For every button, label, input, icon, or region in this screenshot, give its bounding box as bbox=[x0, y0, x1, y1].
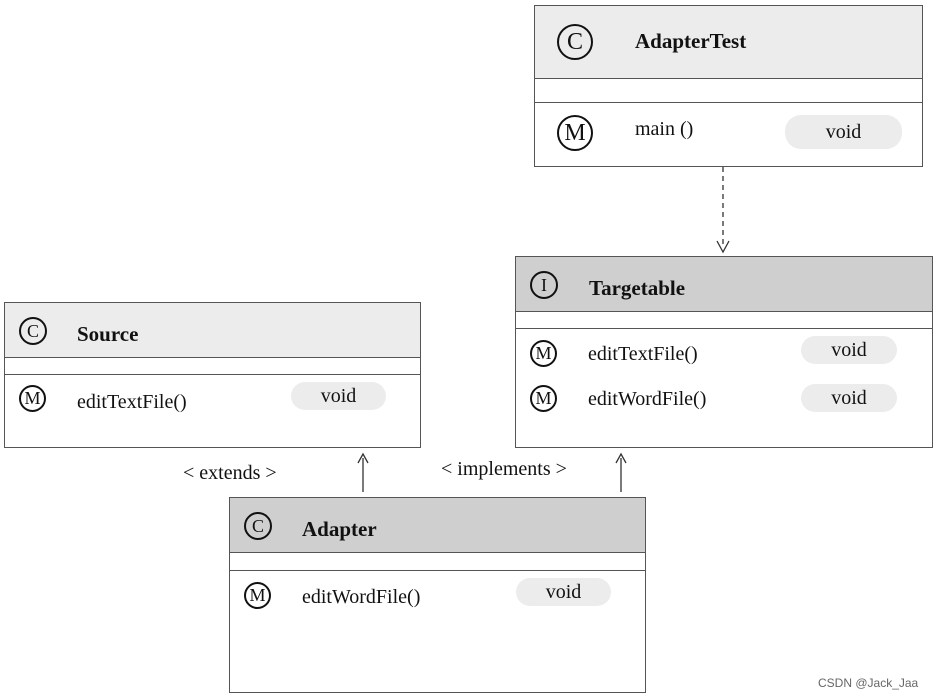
method-badge-icon: M bbox=[530, 385, 557, 412]
section-divider bbox=[5, 374, 420, 375]
class-badge-icon: C bbox=[557, 24, 593, 60]
method-badge-icon: M bbox=[244, 582, 271, 609]
return-type-pill: void bbox=[785, 115, 902, 149]
dependency-arrowhead bbox=[716, 240, 730, 254]
return-type-pill: void bbox=[801, 384, 897, 412]
class-adapter[interactable]: C Adapter M editWordFile() void bbox=[229, 497, 646, 693]
class-badge-icon: C bbox=[19, 317, 47, 345]
section-divider bbox=[230, 570, 645, 571]
class-adaptertest[interactable]: C AdapterTest M main () void bbox=[534, 5, 923, 167]
class-badge-icon: C bbox=[244, 512, 272, 540]
implements-arrowhead bbox=[615, 452, 627, 464]
class-name: Source bbox=[77, 322, 139, 346]
class-name: Targetable bbox=[589, 276, 686, 300]
extends-label: < extends > bbox=[183, 462, 277, 484]
return-type-pill: void bbox=[516, 578, 611, 606]
section-divider bbox=[516, 328, 932, 329]
method-name: main () bbox=[635, 118, 694, 140]
class-source[interactable]: C Source M editTextFile() void bbox=[4, 302, 421, 448]
class-header: C Source bbox=[5, 303, 420, 358]
method-name: editTextFile() bbox=[588, 343, 698, 365]
implements-label: < implements > bbox=[441, 458, 567, 480]
class-header: C AdapterTest bbox=[535, 6, 922, 79]
class-header: I Targetable bbox=[516, 257, 932, 312]
return-type-pill: void bbox=[291, 382, 386, 410]
return-type-pill: void bbox=[801, 336, 897, 364]
class-name: AdapterTest bbox=[635, 29, 747, 53]
extends-arrowhead bbox=[357, 452, 369, 464]
class-name: Adapter bbox=[302, 517, 377, 541]
interface-badge-icon: I bbox=[530, 271, 558, 299]
method-name: editWordFile() bbox=[302, 586, 421, 608]
method-name: editWordFile() bbox=[588, 388, 707, 410]
method-name: editTextFile() bbox=[77, 391, 187, 413]
class-header: C Adapter bbox=[230, 498, 645, 553]
interface-targetable[interactable]: I Targetable M editTextFile() void M edi… bbox=[515, 256, 933, 448]
watermark: CSDN @Jack_Jaa bbox=[818, 676, 919, 690]
method-badge-icon: M bbox=[557, 115, 593, 151]
method-badge-icon: M bbox=[530, 340, 557, 367]
section-divider bbox=[535, 102, 922, 103]
method-badge-icon: M bbox=[19, 385, 46, 412]
